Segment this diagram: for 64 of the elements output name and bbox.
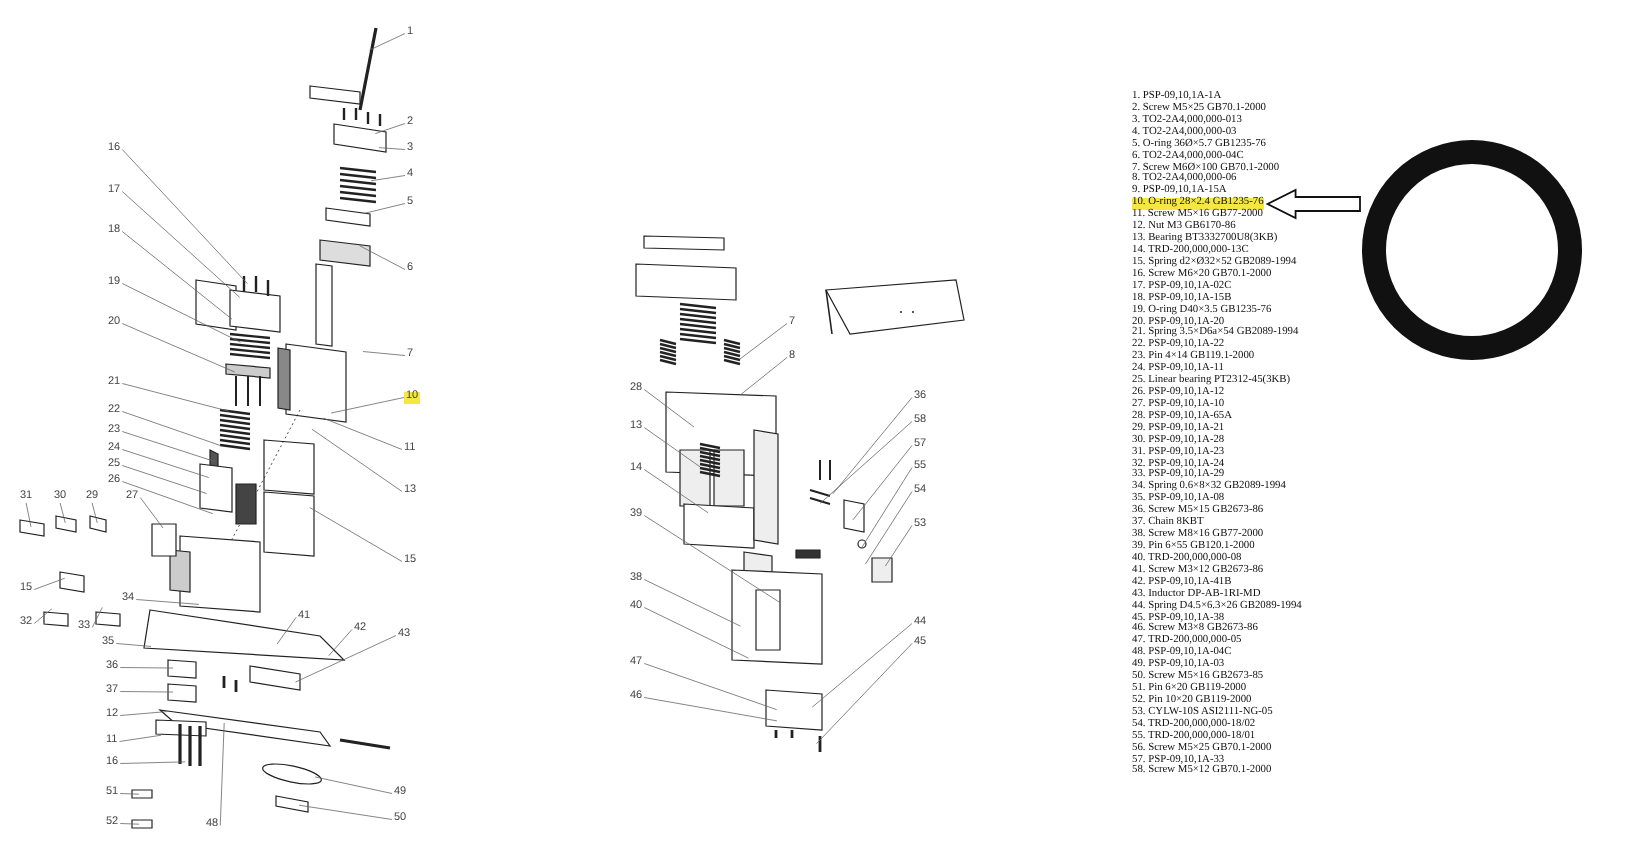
leader-line: [369, 33, 406, 51]
leader-line: [115, 643, 152, 647]
leader-line: [739, 357, 788, 396]
leader-line: [322, 417, 403, 450]
leader-line: [121, 231, 233, 320]
leader-line: [378, 147, 406, 150]
leader-line: [643, 515, 781, 604]
leader-line: [364, 203, 406, 214]
leader-line: [25, 502, 32, 528]
leader-line: [121, 465, 208, 494]
leader-line: [276, 617, 297, 645]
leader-line: [119, 823, 140, 825]
leader-line: [643, 607, 749, 659]
leader-line: [330, 397, 405, 414]
leader-line: [643, 579, 741, 627]
leader-line: [119, 667, 174, 669]
leader-line: [370, 175, 406, 182]
leader-line: [328, 629, 353, 657]
leader-line: [121, 283, 241, 343]
leader-line: [819, 421, 913, 504]
leader-line: [33, 577, 66, 590]
leader-line: [91, 607, 103, 628]
leader-line: [309, 507, 403, 562]
leader-line: [91, 502, 98, 524]
leader-line: [811, 623, 913, 708]
leader-line: [121, 411, 222, 447]
leader-line: [139, 497, 164, 529]
leader-line: [816, 643, 913, 744]
leader-line: [121, 481, 214, 515]
leader-line: [119, 711, 168, 716]
leader-line: [119, 691, 174, 693]
o-ring-picture: [1360, 138, 1584, 362]
leader-line: [121, 449, 210, 478]
leader-line: [135, 599, 200, 605]
leader-line: [295, 635, 397, 683]
leader-line: [121, 149, 248, 285]
leader-line: [121, 323, 235, 373]
leader-line: [219, 722, 225, 826]
leader-line: [864, 491, 913, 565]
leader-line: [298, 804, 393, 820]
leader-line: [121, 191, 241, 298]
leader-line: [314, 776, 393, 794]
leader-line: [119, 734, 162, 742]
leader-line: [119, 793, 140, 795]
leader-line: [643, 663, 778, 711]
leader-line: [374, 123, 406, 134]
leader-line: [860, 467, 913, 549]
leader-line: [33, 608, 53, 624]
leader-line: [119, 761, 186, 764]
leader-line: [121, 431, 216, 462]
arrow: [1265, 188, 1361, 220]
leader-line: [59, 502, 66, 524]
leader-line: [362, 351, 406, 356]
leader-line: [739, 323, 788, 360]
leader-line: [643, 389, 695, 428]
leader-line: [852, 445, 913, 521]
leader-line: [359, 245, 406, 270]
leader-line: [121, 383, 230, 412]
leader-line: [311, 428, 403, 492]
leader-line: [884, 525, 913, 567]
leader-line: [643, 427, 701, 468]
leader-line: [832, 397, 913, 495]
leader-line: [643, 697, 778, 722]
leader-line: [643, 469, 709, 514]
